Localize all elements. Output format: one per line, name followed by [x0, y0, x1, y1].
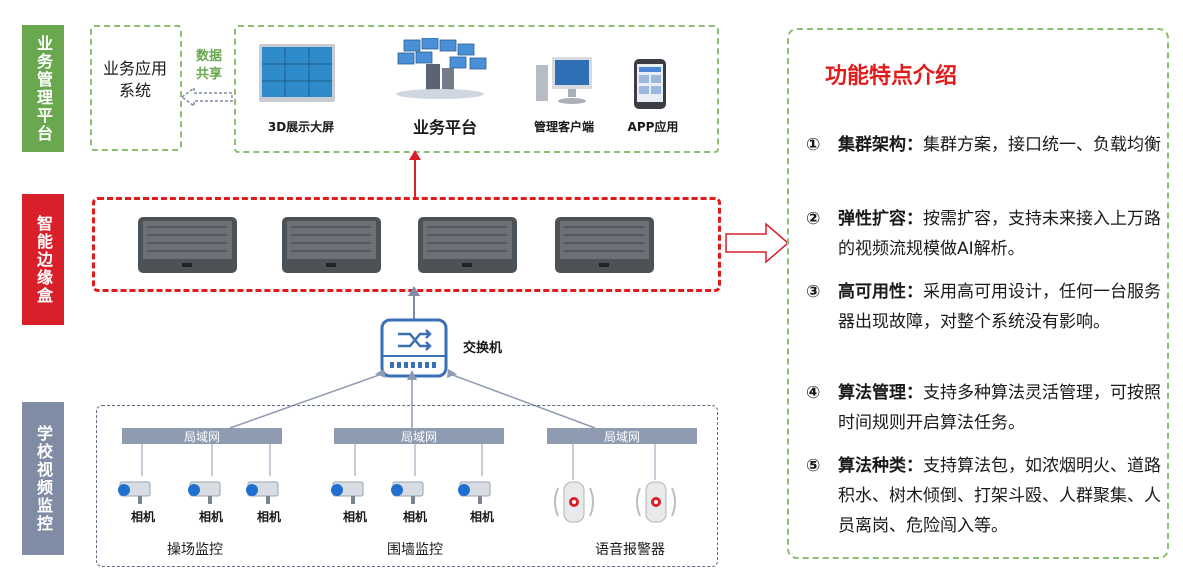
phone-app-icon — [634, 59, 666, 109]
camera-icon — [331, 481, 364, 504]
camera-label: 相机 — [469, 510, 494, 524]
lan-bar-alarm: 局域网 — [547, 428, 697, 444]
voice-alarm-icon — [554, 481, 594, 523]
feature-name: 集群架构： — [838, 135, 923, 155]
lan-uplinks — [229, 369, 596, 429]
camera-icon — [391, 481, 424, 504]
platform-label: 业务平台 — [412, 118, 477, 137]
camera-icon — [458, 481, 491, 504]
feature-number: ⑤ — [806, 456, 821, 476]
feature-item: ③ 高可用性：采用高可用设计，任何一台服务器出现故障，对整个系统没有影响。 — [806, 277, 1164, 337]
camera-label: 相机 — [130, 510, 155, 524]
feature-desc: 支持多种算法灵活管理，可按照时间规则开启算法任务。 — [838, 383, 1161, 433]
edge-device-3 — [418, 217, 517, 273]
edge-device-1 — [138, 217, 237, 273]
edge-device-4 — [555, 217, 654, 273]
voice-alarm-icon — [636, 481, 676, 523]
camera-icon — [118, 481, 151, 504]
feature-desc: 支持算法包，如浓烟明火、道路积水、树木倾倒、打架斗殴、人群聚集、人员离岗、危险闯… — [838, 456, 1161, 536]
display-wall-icon — [259, 44, 335, 102]
lan-bar-playground: 局域网 — [122, 428, 282, 444]
camera-icon — [246, 481, 279, 504]
feature-number: ④ — [806, 383, 821, 403]
data-share-label: 数据共享 — [195, 49, 222, 82]
switch-label: 交换机 — [463, 341, 503, 356]
app-system-label: 业务应用系统 — [102, 59, 167, 100]
layer-label-business: 业务管理平台 — [22, 25, 64, 152]
feature-number: ① — [806, 135, 821, 155]
display-wall-label: 3D展示大屏 — [267, 120, 335, 134]
lan-bar-wall: 局域网 — [334, 428, 504, 444]
switch-to-edge-arrow — [408, 286, 420, 319]
platform-box — [234, 25, 719, 153]
feature-item: ⑤ 算法种类：支持算法包，如浓烟明火、道路积水、树木倾倒、打架斗殴、人群聚集、人… — [806, 451, 1164, 541]
lan-drop-lines — [141, 444, 656, 480]
camera-icon — [188, 481, 221, 504]
feature-desc: 集群方案，接口统一、负载均衡 — [923, 135, 1161, 155]
feature-item: ② 弹性扩容：按需扩容，支持未来接入上万路的视频流规模做AI解析。 — [806, 204, 1164, 264]
camera-label: 相机 — [256, 510, 281, 524]
features-title: 功能特点介绍 — [825, 64, 958, 89]
edge-to-features-arrow — [725, 222, 790, 264]
app-system-box — [90, 25, 182, 151]
edge-device-2 — [282, 217, 381, 273]
feature-number: ③ — [806, 282, 821, 302]
platform-icon — [396, 38, 487, 99]
client-label: 管理客户端 — [533, 120, 594, 134]
edge-box-container — [92, 197, 721, 292]
group-label-alarm: 语音报警器 — [595, 542, 665, 558]
edge-to-platform-arrow — [409, 150, 421, 197]
feature-desc: 采用高可用设计，任何一台服务器出现故障，对整个系统没有影响。 — [838, 282, 1161, 332]
app-label: APP应用 — [627, 120, 679, 134]
feature-number: ② — [806, 209, 821, 229]
features-panel — [787, 28, 1169, 559]
group-label-wall: 围墙监控 — [387, 542, 443, 558]
camera-label: 相机 — [402, 510, 427, 524]
feature-item: ① 集群架构：集群方案，接口统一、负载均衡 — [806, 130, 1164, 160]
feature-name: 高可用性： — [838, 282, 923, 302]
feature-item: ④ 算法管理：支持多种算法灵活管理，可按照时间规则开启算法任务。 — [806, 378, 1164, 438]
feature-name: 算法种类： — [838, 456, 923, 476]
group-label-playground: 操场监控 — [167, 542, 223, 558]
feature-desc: 按需扩容，支持未来接入上万路的视频流规模做AI解析。 — [838, 209, 1161, 259]
video-box-container — [96, 405, 718, 567]
camera-label: 相机 — [342, 510, 367, 524]
layer-label-video: 学校视频监控 — [22, 402, 64, 555]
camera-label: 相机 — [198, 510, 223, 524]
layer-label-edge: 智能边缘盒 — [22, 194, 64, 325]
feature-name: 算法管理： — [838, 383, 923, 403]
data-share-arrow — [180, 86, 233, 108]
feature-name: 弹性扩容： — [838, 209, 923, 229]
client-pc-icon — [536, 57, 592, 104]
